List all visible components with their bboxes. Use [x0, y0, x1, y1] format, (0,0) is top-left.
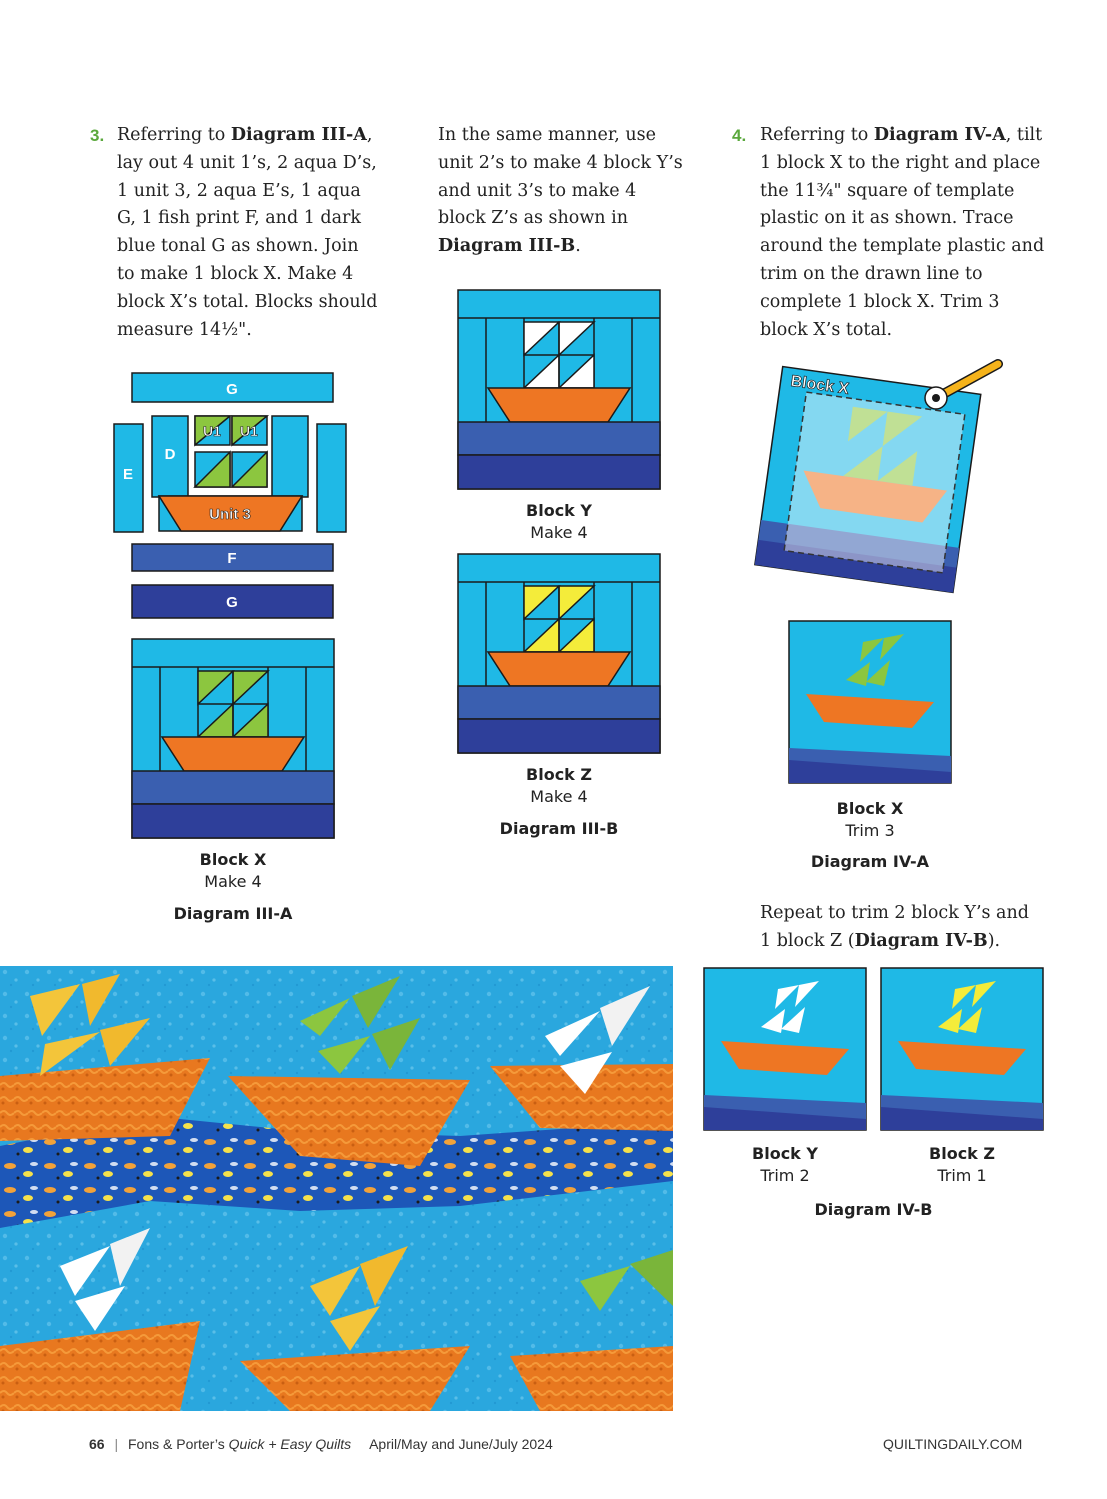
tilted-block-with-template: Block X	[754, 359, 1003, 594]
repeat-diagram-ref: Diagram IV-B	[854, 930, 988, 951]
caption-block-z-trim-sub: Trim 1	[937, 1166, 987, 1185]
middle-diagram-ref: Diagram III-B	[438, 236, 576, 257]
diagram-iii-a-exploded: G U1 U1 D E Unit 3 F G	[113, 372, 347, 619]
caption-block-x-title: Block X	[199, 850, 267, 869]
caption-block-y-title: Block Y	[526, 501, 592, 520]
caption-block-x-trim-sub: Trim 3	[845, 821, 895, 840]
middle-end: .	[575, 236, 581, 257]
step-3-diagram-ref: Diagram III-A	[230, 125, 367, 145]
caption-block-x-sub: Make 4	[204, 872, 262, 891]
rotary-cutter-icon	[924, 359, 1003, 410]
step-4-intro: Referring to	[760, 125, 874, 145]
caption-block-y-trim: Block Y Trim 2	[703, 1143, 867, 1187]
diagram-iv-a-title: Diagram IV-A	[810, 852, 930, 871]
label-g-top: G	[226, 381, 238, 398]
diagram-iv-b-title: Diagram IV-B	[814, 1200, 933, 1219]
label-d: D	[165, 446, 176, 463]
block-x-trimmed	[788, 620, 952, 784]
caption-block-x-trim-title: Block X	[836, 799, 904, 818]
middle-text: In the same manner, use unit 2’s to make…	[438, 122, 684, 261]
caption-block-y-make: Block Y Make 4	[456, 500, 662, 544]
block-z-trimmed	[880, 967, 1044, 1131]
footer-separator: |	[114, 1436, 119, 1452]
label-u1-a: U1	[203, 423, 221, 439]
label-unit-3: Unit 3	[209, 506, 251, 523]
step-4-text: Referring to Diagram IV-A, tilt 1 block …	[760, 122, 1045, 344]
footer-website: QUILTINGDAILY.COM	[883, 1436, 1023, 1452]
step-3-text: Referring to Diagram III-A, lay out 4 un…	[117, 122, 379, 344]
caption-block-x-make: Block X Make 4	[130, 849, 336, 893]
block-z-assembled	[457, 553, 661, 754]
caption-block-y-sub: Make 4	[530, 523, 588, 542]
label-g-bottom: G	[226, 594, 238, 611]
label-e: E	[123, 466, 133, 483]
diagram-iii-a-title: Diagram III-A	[173, 904, 293, 923]
step-4-number: 4.	[732, 126, 747, 145]
step-4-diagram-ref: Diagram IV-A	[873, 125, 1006, 145]
caption-block-z-make: Block Z Make 4	[456, 764, 662, 808]
block-x-assembled	[131, 638, 335, 839]
caption-block-x-trim: Block X Trim 3	[788, 798, 952, 842]
caption-block-z-sub: Make 4	[530, 787, 588, 806]
repeat-text: Repeat to trim 2 block Y’s and 1 block Z…	[760, 900, 1045, 956]
block-y-assembled	[457, 289, 661, 490]
caption-block-z-title: Block Z	[526, 765, 592, 784]
step-3-intro: Referring to	[117, 125, 231, 145]
caption-block-y-trim-title: Block Y	[752, 1144, 818, 1163]
block-y-trimmed	[703, 967, 867, 1131]
step-3-body: , lay out 4 unit 1’s, 2 aqua D’s, 1 unit…	[117, 125, 378, 340]
publication-name: Fons & Porter’s	[128, 1436, 229, 1452]
caption-block-y-trim-sub: Trim 2	[760, 1166, 810, 1185]
quilt-photo	[0, 966, 673, 1411]
repeat-body: Repeat to trim 2 block Y’s and 1 block Z…	[760, 903, 1029, 951]
label-u1-b: U1	[240, 423, 258, 439]
caption-block-z-trim: Block Z Trim 1	[880, 1143, 1044, 1187]
publication-title: Quick + Easy Quilts	[228, 1436, 352, 1452]
issue-date: April/May and June/July 2024	[369, 1436, 553, 1452]
caption-block-z-trim-title: Block Z	[929, 1144, 995, 1163]
repeat-end: ).	[987, 930, 1001, 951]
footer: 66 | Fons & Porter’s Quick + Easy Quilts…	[89, 1436, 553, 1452]
page-number: 66	[89, 1436, 105, 1452]
diagram-iii-b-title: Diagram III-B	[499, 819, 619, 838]
middle-body: In the same manner, use unit 2’s to make…	[438, 125, 683, 229]
step-4-body: , tilt 1 block X to the right and place …	[760, 125, 1045, 340]
step-3-number: 3.	[90, 126, 105, 145]
label-f: F	[227, 550, 236, 567]
